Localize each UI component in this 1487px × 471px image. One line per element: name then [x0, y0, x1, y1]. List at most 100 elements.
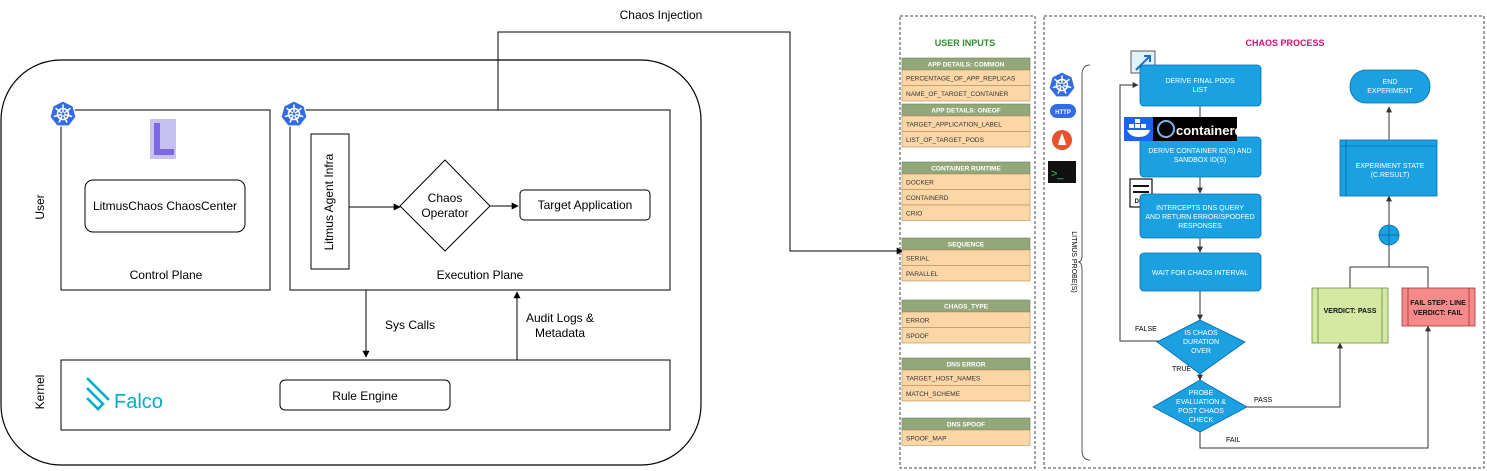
input-field-label: SERIAL	[906, 256, 930, 263]
input-field-label: ERROR	[906, 318, 930, 325]
input-group-header-label: APP DETAILS: ONEOF	[931, 108, 1000, 115]
verdict-fail-box[interactable]	[1401, 287, 1476, 327]
rule-engine-label: Rule Engine	[332, 389, 398, 403]
chaoscenter-label: LitmusChaos ChaosCenter	[93, 199, 237, 213]
falco-logo-icon	[86, 377, 110, 411]
wait-step[interactable]	[1139, 252, 1262, 292]
intercept-dns-step[interactable]	[1139, 193, 1262, 239]
input-field-label: MATCH_SCHEME	[906, 391, 961, 398]
verdict-fail-label-2: VERDICT: FAIL	[1413, 310, 1463, 317]
falco-label: Falco	[114, 391, 163, 413]
fail-arrow	[1199, 325, 1431, 449]
cluster-outline	[0, 59, 702, 466]
or-junction-icon	[1378, 224, 1400, 246]
intercept-label-1: INTERCEPTS DNS QUERY	[1156, 205, 1244, 212]
prometheus-probe-icon	[1052, 130, 1072, 150]
chaos-operator-diamond[interactable]	[399, 159, 491, 252]
input-field-label: NAME_OF_TARGET_CONTAINER	[906, 91, 1009, 98]
input-group-header-label: SEQUENCE	[948, 242, 985, 249]
input-field-row[interactable]	[901, 385, 1031, 402]
svg-text:>_: >_	[1051, 168, 1064, 180]
litmus-agent-label: Litmus Agent Infra	[322, 153, 336, 250]
verdict-fail-label-1: FAIL STEP: LINE	[1410, 300, 1466, 307]
terminal-cmd-probe-icon: >_	[1048, 161, 1076, 183]
input-group-header-label: DNS ERROR	[946, 362, 985, 369]
state-label-1: EXPERIMENT STATE	[1356, 163, 1425, 170]
control-plane-title: Control Plane	[130, 268, 203, 282]
execution-plane-title: Execution Plane	[437, 268, 524, 282]
chaos-operator-label-1: Chaos	[428, 191, 463, 205]
probe-evaluation-decision[interactable]	[1152, 379, 1248, 433]
probe-label-1: PROBE	[1189, 390, 1214, 397]
probe-label-3: POST CHAOS	[1178, 408, 1224, 415]
state-label-2: (C.RESULT)	[1371, 172, 1410, 179]
execution-plane-k8s-icon	[280, 100, 308, 127]
user-inputs-title: USER INPUTS	[935, 38, 996, 48]
litmus-agent-box[interactable]	[310, 133, 350, 270]
audit-logs-label-2: Metadata	[535, 326, 585, 340]
chaos-process-title: CHAOS PROCESS	[1245, 38, 1324, 48]
experiment-state-box[interactable]	[1339, 139, 1438, 197]
pass-arrow	[1246, 342, 1343, 408]
input-field-row[interactable]	[901, 85, 1031, 102]
input-group-header-label: APP DETAILS: COMMON	[928, 62, 1005, 69]
input-groups: APP DETAILS: COMMONPERCENTAGE_OF_APP_REP…	[901, 57, 1031, 446]
probe-k8s-icon	[1048, 71, 1076, 98]
input-group: SEQUENCE SERIAL PARALLEL	[901, 237, 1031, 282]
input-field-label: PARALLEL	[906, 271, 939, 278]
input-field-label: TARGET_HOST_NAMES	[906, 376, 981, 383]
end-experiment-terminal[interactable]	[1349, 69, 1431, 104]
docker-icon	[1124, 117, 1154, 141]
sys-calls-label: Sys Calls	[385, 318, 435, 332]
input-field-row[interactable]	[901, 131, 1031, 148]
audit-logs-label-1: Audit Logs &	[526, 311, 594, 325]
input-field-label: TARGET_APPLICATION_LABEL	[906, 122, 1002, 129]
chaos-operator-label-2: Operator	[421, 206, 468, 220]
input-field-row[interactable]	[901, 327, 1031, 344]
probe-label-4: CHECK	[1189, 417, 1214, 424]
input-group-header-label: CONTAINER RUNTIME	[931, 166, 1001, 173]
svg-text:containerd: containerd	[1176, 123, 1243, 138]
is-chaos-duration-over-decision[interactable]	[1156, 319, 1246, 375]
false-label: FALSE	[1135, 326, 1157, 333]
derive-container-label-1: DERIVE CONTAINER ID(S) AND	[1148, 148, 1251, 155]
target-application-box[interactable]	[519, 189, 651, 221]
rule-engine-box[interactable]	[279, 379, 451, 411]
verdict-pass-label: VERDICT: PASS	[1324, 308, 1377, 315]
input-group: APP DETAILS: COMMONPERCENTAGE_OF_APP_REP…	[901, 57, 1031, 102]
left-architecture: Chaos Injection User Kernel LitmusChaos …	[0, 8, 904, 466]
kernel-side-label: Kernel	[33, 375, 47, 410]
input-group-header-label: CHAOS_TYPE	[944, 304, 989, 311]
derive-pods-label-1: DERIVE FINAL PODS	[1165, 78, 1235, 85]
input-field-row[interactable]	[901, 429, 1031, 446]
is-chaos-label-3: OVER	[1191, 348, 1211, 355]
false-loop-arrow	[1119, 82, 1160, 342]
control-plane-k8s-icon	[49, 100, 77, 127]
wait-label: WAIT FOR CHAOS INTERVAL	[1152, 270, 1248, 277]
input-group: APP DETAILS: ONEOF TARGET_APPLICATION_LAB…	[901, 103, 1031, 148]
derive-pods-step[interactable]	[1139, 64, 1262, 107]
input-field-row[interactable]	[901, 265, 1031, 282]
verdict-pass-box[interactable]	[1311, 287, 1389, 344]
chaos-injection-label: Chaos Injection	[620, 8, 703, 22]
input-field-label: CRIO	[906, 211, 922, 218]
chaos-process-border	[1043, 15, 1485, 469]
derive-container-label-2: SANDBOX ID(S)	[1174, 157, 1227, 164]
input-field-label: SPOOF_MAP	[906, 436, 946, 443]
chaoscenter-box[interactable]	[84, 179, 246, 233]
input-field-row[interactable]	[901, 204, 1031, 221]
probe-brace	[1077, 64, 1091, 461]
user-inputs-border	[899, 15, 1036, 469]
user-side-label: User	[33, 194, 47, 219]
end-label-1: END	[1383, 79, 1398, 86]
target-application-label: Target Application	[538, 198, 633, 212]
svg-text:HTTP: HTTP	[1055, 110, 1071, 116]
litmus-logo-icon	[150, 119, 176, 159]
true-label: TRUE	[1172, 366, 1191, 373]
input-group: DNS ERROR TARGET_HOST_NAMES MATCH_SCHEME	[901, 357, 1031, 402]
is-chaos-label-1: IS CHAOS	[1184, 330, 1218, 337]
